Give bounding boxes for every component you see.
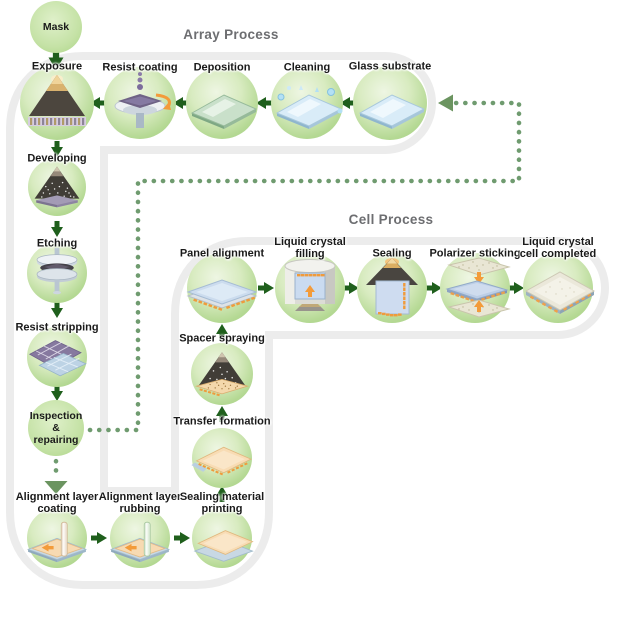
panel-stack-icon — [186, 279, 258, 311]
flow-arrow-icon — [91, 532, 107, 544]
flow-arrow-icon — [51, 385, 63, 401]
flow-arrow-icon — [426, 282, 442, 294]
node-developing-label: Developing — [27, 152, 87, 165]
flow-arrow-icon — [51, 302, 63, 318]
flow-arrow-icon — [90, 97, 106, 109]
seal-print-icon — [193, 530, 254, 562]
node-transfer-formation-label: Transfer formation — [173, 415, 271, 428]
node-panel-alignment-label: Panel alignment — [179, 247, 265, 260]
filling-chamber-icon — [284, 259, 336, 311]
flow-arrow-icon — [508, 282, 524, 294]
flow-arrow-icon — [48, 50, 64, 70]
flow-arrow-icon — [173, 97, 189, 109]
roller-coating-icon — [26, 521, 88, 563]
node-mask-label: Mask — [42, 21, 70, 33]
node-cleaning-label: Cleaning — [283, 61, 331, 74]
node-glass-substrate-label: Glass substrate — [348, 60, 432, 73]
flow-arrow-icon — [258, 282, 274, 294]
polarizer-layers-icon — [445, 257, 511, 318]
glass-panel-icon — [358, 94, 426, 129]
flow-arrow-icon — [256, 97, 272, 109]
node-exposure-label: Exposure — [31, 60, 83, 73]
spacer-spray-icon — [194, 352, 250, 397]
flow-arrow-icon — [216, 486, 228, 502]
feedback-arrowhead-icon — [44, 481, 68, 494]
flow-arrow-icon — [216, 406, 228, 422]
flow-arrow-icon — [343, 282, 359, 294]
spin-coater-icon — [114, 72, 171, 128]
flow-arrow-icon — [340, 97, 356, 109]
flow-arrow-icon — [51, 221, 63, 237]
feedback-arrowhead-icon — [438, 94, 453, 112]
node-resist-stripping-label: Resist stripping — [15, 321, 99, 334]
array-process-title: Array Process — [183, 27, 279, 42]
deposited-panel-icon — [190, 94, 258, 129]
node-deposition-label: Deposition — [193, 61, 251, 74]
stripped-layers-icon — [28, 340, 87, 377]
node-sealing-label: Sealing — [372, 247, 412, 260]
cell-process-title: Cell Process — [348, 212, 434, 227]
node-polarizer-sticking-label: Polarizer sticking — [429, 247, 521, 260]
etch-press-icon — [36, 247, 78, 295]
node-inspection-repairing — [28, 400, 84, 456]
node-resist-coating-label: Resist coating — [102, 61, 178, 74]
washing-panel-icon — [275, 85, 343, 129]
seal-cure-icon — [366, 258, 418, 317]
flow-arrow-icon — [51, 141, 63, 157]
developer-spray-icon — [34, 166, 80, 208]
node-etching-label: Etching — [36, 237, 78, 250]
node-inspection-repairing-label: Inspection&repairing — [29, 410, 83, 446]
uv-exposure-icon — [28, 75, 86, 126]
finished-cell-icon — [524, 271, 596, 314]
flow-arrow-icon — [174, 532, 190, 544]
roller-rubbing-icon — [109, 521, 171, 563]
feedback-dotted-path — [87, 100, 522, 433]
transfer-panel-icon — [191, 446, 252, 476]
node-mask — [30, 1, 82, 53]
flow-arrow-icon — [216, 324, 228, 340]
node-spacer-spraying-label: Spacer spraying — [179, 332, 265, 345]
